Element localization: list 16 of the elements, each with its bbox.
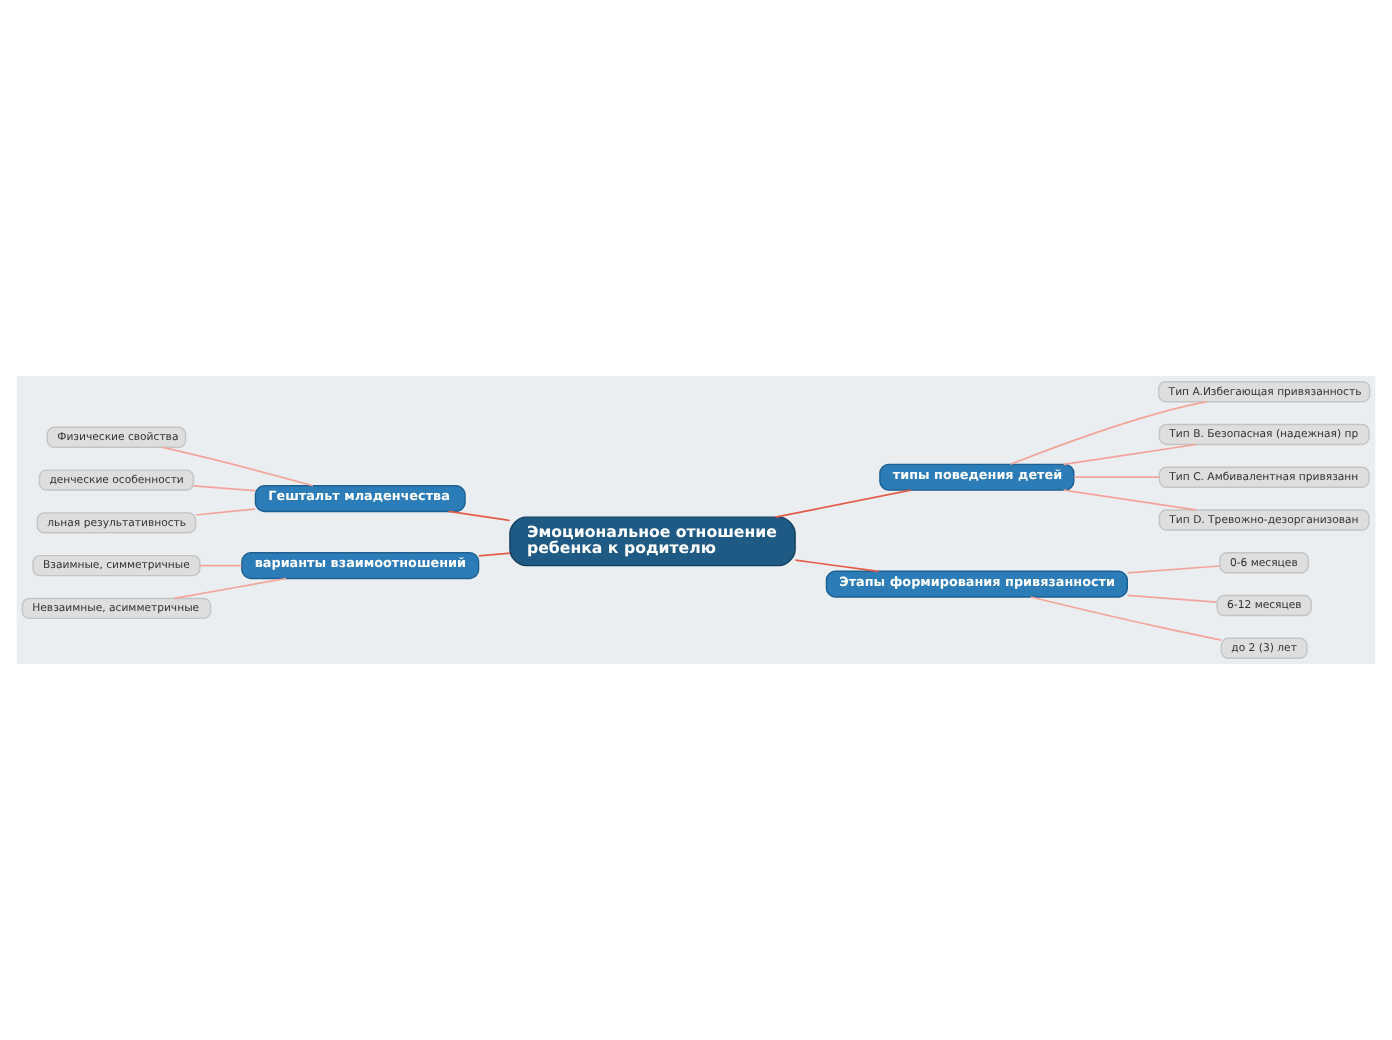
connector — [1062, 443, 1197, 466]
connector — [161, 446, 314, 487]
connector — [794, 559, 880, 573]
connector — [192, 485, 257, 492]
connector — [195, 508, 256, 516]
connector — [447, 510, 511, 522]
connector — [1126, 565, 1221, 574]
connector — [1009, 400, 1208, 466]
connector — [1029, 596, 1222, 641]
connector — [478, 552, 511, 557]
connector — [199, 564, 243, 567]
connector — [1062, 489, 1197, 511]
connector — [1126, 594, 1218, 603]
connector — [1073, 476, 1160, 479]
connector — [774, 489, 912, 518]
connector — [173, 577, 288, 600]
